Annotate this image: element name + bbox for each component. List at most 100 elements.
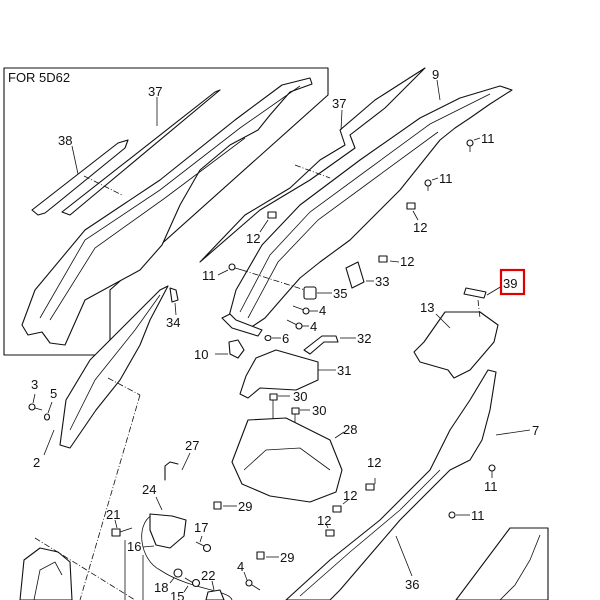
leader-line bbox=[32, 393, 36, 404]
highlight-box bbox=[499, 268, 526, 296]
screw-icon bbox=[466, 139, 474, 147]
wire-path bbox=[141, 514, 233, 600]
bolt-icon bbox=[202, 543, 212, 553]
screw-icon bbox=[228, 263, 236, 271]
part-33: 33 bbox=[345, 261, 389, 289]
callout-5: 5 bbox=[50, 386, 57, 401]
clip-12-c: 12 bbox=[378, 254, 414, 269]
callout-11: 11 bbox=[471, 508, 485, 523]
leader-line bbox=[217, 269, 229, 276]
leader-line bbox=[211, 580, 215, 591]
part-35: 35 bbox=[303, 286, 347, 301]
bolt-icon bbox=[191, 578, 201, 588]
callout-38-inset: 38 bbox=[58, 133, 72, 148]
callout-35: 35 bbox=[333, 286, 347, 301]
leader-line bbox=[43, 429, 55, 456]
callout-13: 13 bbox=[420, 300, 434, 315]
callout-32: 32 bbox=[357, 331, 371, 346]
screw-4-c: 4 bbox=[237, 559, 261, 591]
part-31-housing: 31 bbox=[239, 349, 351, 399]
callout-4: 4 bbox=[319, 303, 326, 318]
callout-16: 16 bbox=[127, 539, 141, 554]
screw-3: 3 bbox=[28, 377, 43, 411]
leader-line bbox=[431, 177, 439, 181]
part-37-main-strip: 37 bbox=[199, 67, 426, 263]
lower-right-inset bbox=[455, 527, 549, 600]
leader-line bbox=[334, 431, 345, 439]
callout-11: 11 bbox=[481, 131, 495, 146]
clip-icon bbox=[213, 501, 222, 510]
screw-shank bbox=[286, 319, 298, 326]
screw-icon bbox=[302, 307, 310, 315]
part-22: 22 bbox=[201, 568, 225, 600]
leader-line bbox=[155, 496, 163, 511]
part-33-pad bbox=[345, 261, 365, 289]
clip-icon bbox=[332, 505, 342, 513]
leader-line bbox=[169, 577, 175, 584]
washer-icon bbox=[264, 334, 272, 342]
callout-22: 22 bbox=[201, 568, 215, 583]
callout-30: 30 bbox=[293, 389, 307, 404]
leader-line bbox=[47, 401, 53, 414]
callout-7: 7 bbox=[532, 423, 539, 438]
leader-line bbox=[183, 585, 189, 593]
screw-shank bbox=[251, 584, 261, 591]
clip-icon bbox=[406, 202, 416, 210]
screw-shank bbox=[34, 407, 43, 411]
callout-10: 10 bbox=[194, 347, 208, 362]
leader-line bbox=[199, 535, 203, 543]
screw-11-left: 11 bbox=[202, 263, 306, 291]
bolt-15: 15 bbox=[170, 577, 201, 600]
callout-4: 4 bbox=[237, 559, 244, 574]
callout-34: 34 bbox=[166, 315, 180, 330]
screw-icon bbox=[28, 403, 36, 411]
inset-side-rail bbox=[21, 77, 313, 346]
nut-18: 18 bbox=[154, 568, 183, 595]
cover-detail bbox=[239, 93, 491, 313]
inset-part-37-strip bbox=[61, 89, 221, 216]
callout-9: 9 bbox=[432, 67, 439, 82]
callout-29: 29 bbox=[280, 550, 294, 565]
screw-11-lower-mid: 11 bbox=[448, 508, 485, 523]
screw-11-upper: 11 bbox=[466, 131, 495, 152]
leader-line bbox=[412, 210, 419, 221]
washer-icon bbox=[43, 413, 51, 421]
screw-11-lower-right: 11 bbox=[484, 464, 498, 494]
clip-12-f: 12 bbox=[317, 513, 335, 537]
leader-line bbox=[389, 260, 400, 263]
part-10-clip bbox=[228, 339, 245, 359]
leader-line bbox=[435, 313, 451, 329]
clip-12-e: 12 bbox=[332, 488, 357, 513]
screw-4-a: 4 bbox=[292, 303, 326, 318]
screw-icon bbox=[295, 322, 303, 330]
part-16-body bbox=[149, 513, 187, 549]
part-27-hose: 27 bbox=[164, 438, 199, 481]
leader-line bbox=[181, 452, 191, 471]
screw-icon bbox=[448, 511, 456, 519]
clip-icon bbox=[325, 529, 335, 537]
part-28-body bbox=[231, 417, 343, 503]
callout-39-highlighted[interactable]: 39 bbox=[503, 276, 517, 291]
lower-cover-body bbox=[285, 369, 497, 600]
nut-icon bbox=[173, 568, 183, 578]
part-13-body bbox=[413, 311, 499, 379]
screw-icon bbox=[488, 464, 496, 472]
lower-bracket bbox=[221, 313, 263, 337]
inset-part-38-strip bbox=[31, 139, 129, 216]
washer-6: 6 bbox=[264, 331, 289, 346]
callout-15: 15 bbox=[170, 589, 184, 600]
callout-18: 18 bbox=[154, 580, 168, 595]
bolt-shank bbox=[119, 527, 133, 533]
leader-line bbox=[395, 535, 413, 577]
screw-icon bbox=[245, 579, 253, 587]
clip-12-b: 12 bbox=[406, 202, 427, 235]
callout-30: 30 bbox=[312, 403, 326, 418]
assembly-line bbox=[83, 175, 123, 196]
leader-line bbox=[114, 519, 118, 529]
callout-36: 36 bbox=[405, 577, 419, 592]
callout-29: 29 bbox=[238, 499, 252, 514]
inset-detail bbox=[499, 534, 541, 600]
assembly-line bbox=[107, 377, 141, 396]
part-13-tail: 13 bbox=[413, 299, 499, 379]
part-22-clip bbox=[205, 589, 225, 600]
